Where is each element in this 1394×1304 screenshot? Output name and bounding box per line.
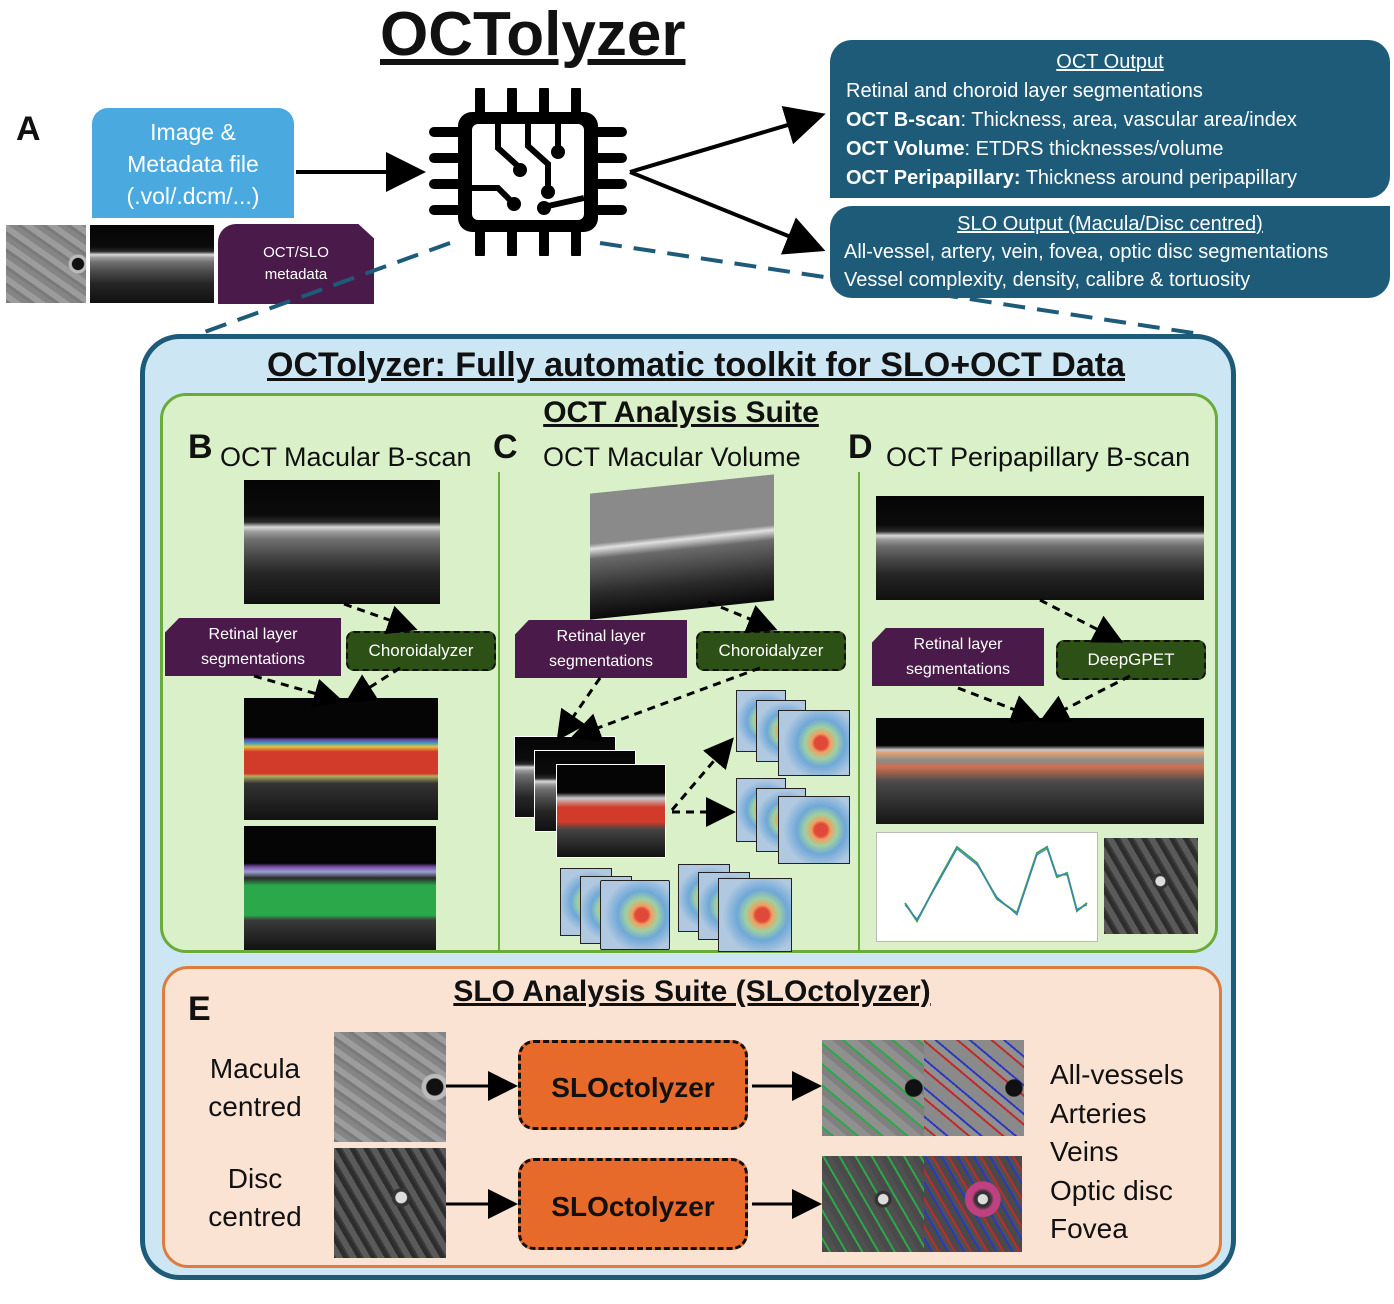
slo-row-1-output-allvessel — [822, 1040, 924, 1136]
slo-row-1-output-av — [924, 1040, 1024, 1136]
oct-thumbnail — [90, 225, 214, 303]
oct-output-line-1: Retinal and choroid layer segmentations — [846, 80, 1203, 102]
slo-output-optic-disc: Optic disc — [1050, 1174, 1173, 1206]
panel-c-title: OCT Macular Volume — [543, 442, 801, 472]
slo-row-2-label-line-1: Disc — [227, 1163, 283, 1194]
slo-output-arteries: Arteries — [1050, 1097, 1147, 1129]
panel-b-choroidalyzer-tag: Choroidalyzer — [346, 631, 496, 671]
slo-row-1-input-image — [334, 1032, 446, 1142]
panel-d-bscan — [876, 496, 1204, 600]
slo-output-box: SLO Output (Macula/Disc centred) All-ves… — [830, 206, 1390, 298]
panel-d-retinal-tag: Retinal layer segmentations — [872, 628, 1044, 686]
panel-b-retinal-line-2: segmentations — [200, 651, 306, 668]
slo-thumbnail — [6, 225, 86, 303]
input-file-line-2: Metadata file — [127, 151, 259, 177]
divider-1 — [498, 472, 500, 950]
slo-row-2-output-allvessel — [822, 1156, 924, 1252]
slo-outputs-list: All-vessels Arteries Veins Optic disc Fo… — [1050, 1056, 1184, 1249]
oct-suite-title: OCT Analysis Suite — [543, 396, 819, 429]
panel-b-seg-1 — [244, 698, 438, 820]
input-file-line-3: (.vol/.dcm/...) — [126, 183, 260, 209]
slo-row-1-label-line-2: centred — [208, 1091, 302, 1122]
panel-c-retinal-line-1: Retinal layer — [556, 628, 646, 645]
slo-row-1-sloctolyzer: SLOctolyzer — [518, 1040, 748, 1130]
panel-c-etdrs-2c — [718, 878, 792, 952]
slo-output-title: SLO Output (Macula/Disc centred) — [957, 213, 1263, 235]
slo-output-line-2: Vessel complexity, density, calibre & to… — [844, 269, 1251, 291]
slo-row-2-input-image — [334, 1148, 446, 1258]
panel-b-bscan — [244, 480, 440, 604]
panel-c-map-1c — [778, 710, 850, 776]
slo-output-veins: Veins — [1050, 1136, 1119, 1167]
panel-b-retinal-tag: Retinal layer segmentations — [165, 618, 341, 676]
section-letter-b: B — [188, 428, 213, 466]
panel-b-seg-2 — [244, 826, 436, 950]
panel-c-choroidalyzer-tag: Choroidalyzer — [696, 631, 846, 671]
chip-icon — [429, 88, 627, 256]
slo-output-line-1: All-vessel, artery, vein, fovea, optic d… — [844, 241, 1329, 263]
oct-output-line-4: OCT Peripapillary: Thickness around peri… — [846, 167, 1297, 189]
section-letter-c: C — [493, 428, 518, 466]
slo-row-2-output-av — [924, 1156, 1022, 1252]
slo-row-2-sloctolyzer: SLOctolyzer — [518, 1158, 748, 1250]
panel-d-title: OCT Peripapillary B-scan — [886, 442, 1191, 472]
oct-suite-arrows — [253, 598, 1131, 827]
panel-d-fundus — [1104, 838, 1198, 934]
panel-b-title: OCT Macular B-scan — [220, 442, 472, 472]
panel-c-retinal-tag: Retinal layer segmentations — [515, 620, 687, 678]
slo-row-2-label-line-2: centred — [208, 1201, 302, 1232]
section-letter-a: A — [16, 110, 41, 148]
panel-b-retinal-line-1: Retinal layer — [208, 626, 298, 643]
panel-d-deepgpet-tag: DeepGPET — [1056, 640, 1206, 680]
connector-lines — [187, 105, 1201, 340]
metadata-tag-line-1: OCT/SLO — [263, 244, 329, 261]
slo-output-allvessels: All-vessels — [1050, 1059, 1184, 1090]
section-letter-e: E — [188, 990, 211, 1028]
metadata-tag: OCT/SLO metadata — [218, 224, 374, 304]
page-title: OCTolyzer — [380, 0, 686, 69]
slo-row-1-label: Macula centred — [196, 1050, 314, 1126]
oct-output-box: OCT Output Retinal and choroid layer seg… — [830, 40, 1390, 198]
input-file-box: Image & Metadata file (.vol/.dcm/...) — [92, 108, 294, 218]
divider-2 — [858, 472, 860, 950]
panel-c-stack-main — [556, 764, 666, 858]
panel-d-seg — [876, 718, 1204, 824]
oct-output-title: OCT Output — [1056, 51, 1164, 73]
panel-c-retinal-line-2: segmentations — [548, 653, 654, 670]
oct-output-line-2: OCT B-scan: Thickness, area, vascular ar… — [846, 109, 1297, 131]
metadata-tag-line-2: metadata — [264, 266, 328, 283]
slo-row-2-label: Disc centred — [196, 1160, 314, 1236]
section-letter-d: D — [848, 428, 873, 466]
slo-output-fovea: Fovea — [1050, 1213, 1128, 1244]
slo-suite-title: SLO Analysis Suite (SLOctolyzer) — [453, 975, 931, 1008]
panel-d-retinal-line-1: Retinal layer — [913, 636, 1003, 653]
panel-c-etdrs-1c — [600, 880, 670, 950]
input-file-line-1: Image & — [150, 119, 236, 145]
panel-d-retinal-line-2: segmentations — [905, 661, 1011, 678]
oct-output-line-3: OCT Volume: ETDRS thicknesses/volume — [846, 138, 1224, 160]
main-title: OCTolyzer: Fully automatic toolkit for S… — [267, 346, 1125, 384]
slo-row-1-label-line-1: Macula — [209, 1053, 301, 1084]
panel-d-thickness-plot — [876, 832, 1098, 942]
panel-c-map-2c — [778, 796, 850, 864]
